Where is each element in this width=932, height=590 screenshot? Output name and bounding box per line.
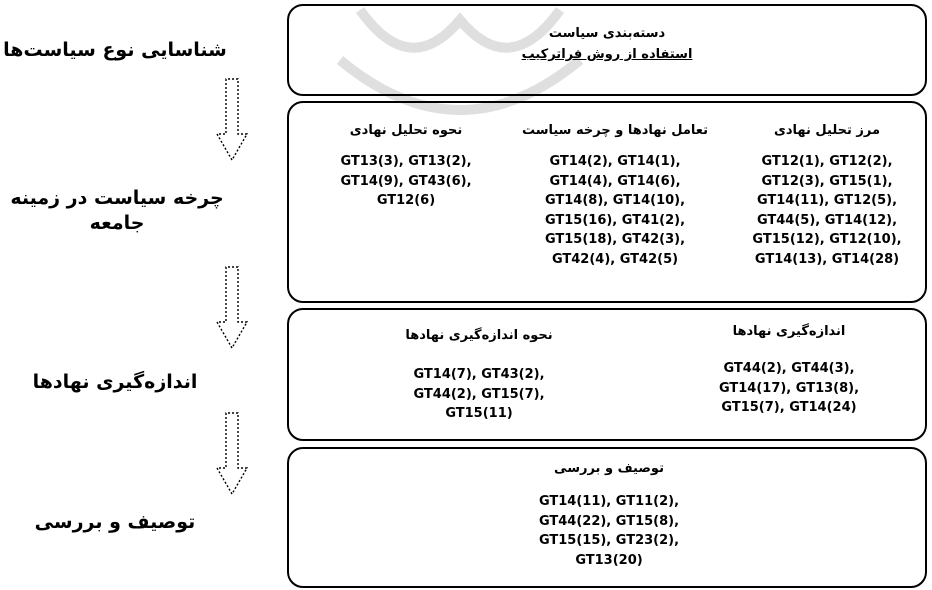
box4-heading: توصیف و بررسی bbox=[554, 461, 664, 476]
institution-measurement-box: اندازه‌گیری نهادها GT44(2), GT44(3), GT1… bbox=[287, 308, 927, 441]
column-heading: تعامل نهادها و چرخه سیاست bbox=[521, 123, 709, 138]
policy-cycle-box: مرز تحلیل نهادی GT12(1), GT12(2), GT12(3… bbox=[287, 101, 927, 303]
code-list: GT14(2), GT14(1), GT14(4), GT14(6), GT14… bbox=[544, 154, 686, 267]
box3-column-measurement-method: نحوه اندازه‌گیری نهادها GT14(7), GT43(2)… bbox=[359, 328, 599, 424]
column-heading: اندازه‌گیری نهادها bbox=[732, 324, 846, 339]
code-list: GT44(2), GT44(3), GT14(17), GT13(8), GT1… bbox=[718, 361, 860, 415]
down-arrow-icon bbox=[216, 412, 248, 496]
box4-content: توصیف و بررسی GT14(11), GT11(2), GT44(22… bbox=[489, 461, 729, 570]
down-arrow-icon bbox=[216, 266, 248, 350]
column-heading: مرز تحلیل نهادی bbox=[773, 123, 881, 138]
stage-label-policy-cycle: چرخه سیاست در زمینه جامعه bbox=[10, 187, 224, 234]
stage-label-measurement: اندازه‌گیری نهادها bbox=[32, 371, 198, 393]
description-review-box: توصیف و بررسی GT14(11), GT11(2), GT44(22… bbox=[287, 447, 927, 588]
box1-subtitle: استفاده از روش فراترکیب bbox=[521, 47, 693, 62]
box3-column-measurement: اندازه‌گیری نهادها GT44(2), GT44(3), GT1… bbox=[669, 324, 909, 418]
box1-content: دسته‌بندی سیاست استفاده از روش فراترکیب bbox=[289, 26, 925, 62]
column-heading: نحوه تحلیل نهادی bbox=[349, 123, 463, 138]
code-list: GT14(11), GT11(2), GT44(22), GT15(8), GT… bbox=[538, 494, 680, 568]
box2-column-interaction-cycle: تعامل نهادها و چرخه سیاست GT14(2), GT14(… bbox=[515, 123, 715, 269]
code-list: GT14(7), GT43(2), GT44(2), GT15(7), GT15… bbox=[413, 367, 545, 421]
down-arrow-icon bbox=[216, 78, 248, 162]
code-list: GT12(1), GT12(2), GT12(3), GT15(1), GT14… bbox=[752, 154, 902, 267]
column-heading: نحوه اندازه‌گیری نهادها bbox=[405, 328, 553, 343]
code-list: GT13(3), GT13(2), GT14(9), GT43(6), GT12… bbox=[340, 154, 472, 208]
box1-title: دسته‌بندی سیاست bbox=[548, 26, 666, 41]
box2-column-institutional-boundary: مرز تحلیل نهادی GT12(1), GT12(2), GT12(3… bbox=[737, 123, 917, 269]
policy-categorization-box: دسته‌بندی سیاست استفاده از روش فراترکیب bbox=[287, 4, 927, 96]
stage-label-description: توصیف و بررسی bbox=[34, 511, 196, 533]
stage-label-policy-type: شناسایی نوع سیاست‌ها bbox=[3, 39, 227, 61]
box2-column-analysis-method: نحوه تحلیل نهادی GT13(3), GT13(2), GT14(… bbox=[311, 123, 501, 211]
